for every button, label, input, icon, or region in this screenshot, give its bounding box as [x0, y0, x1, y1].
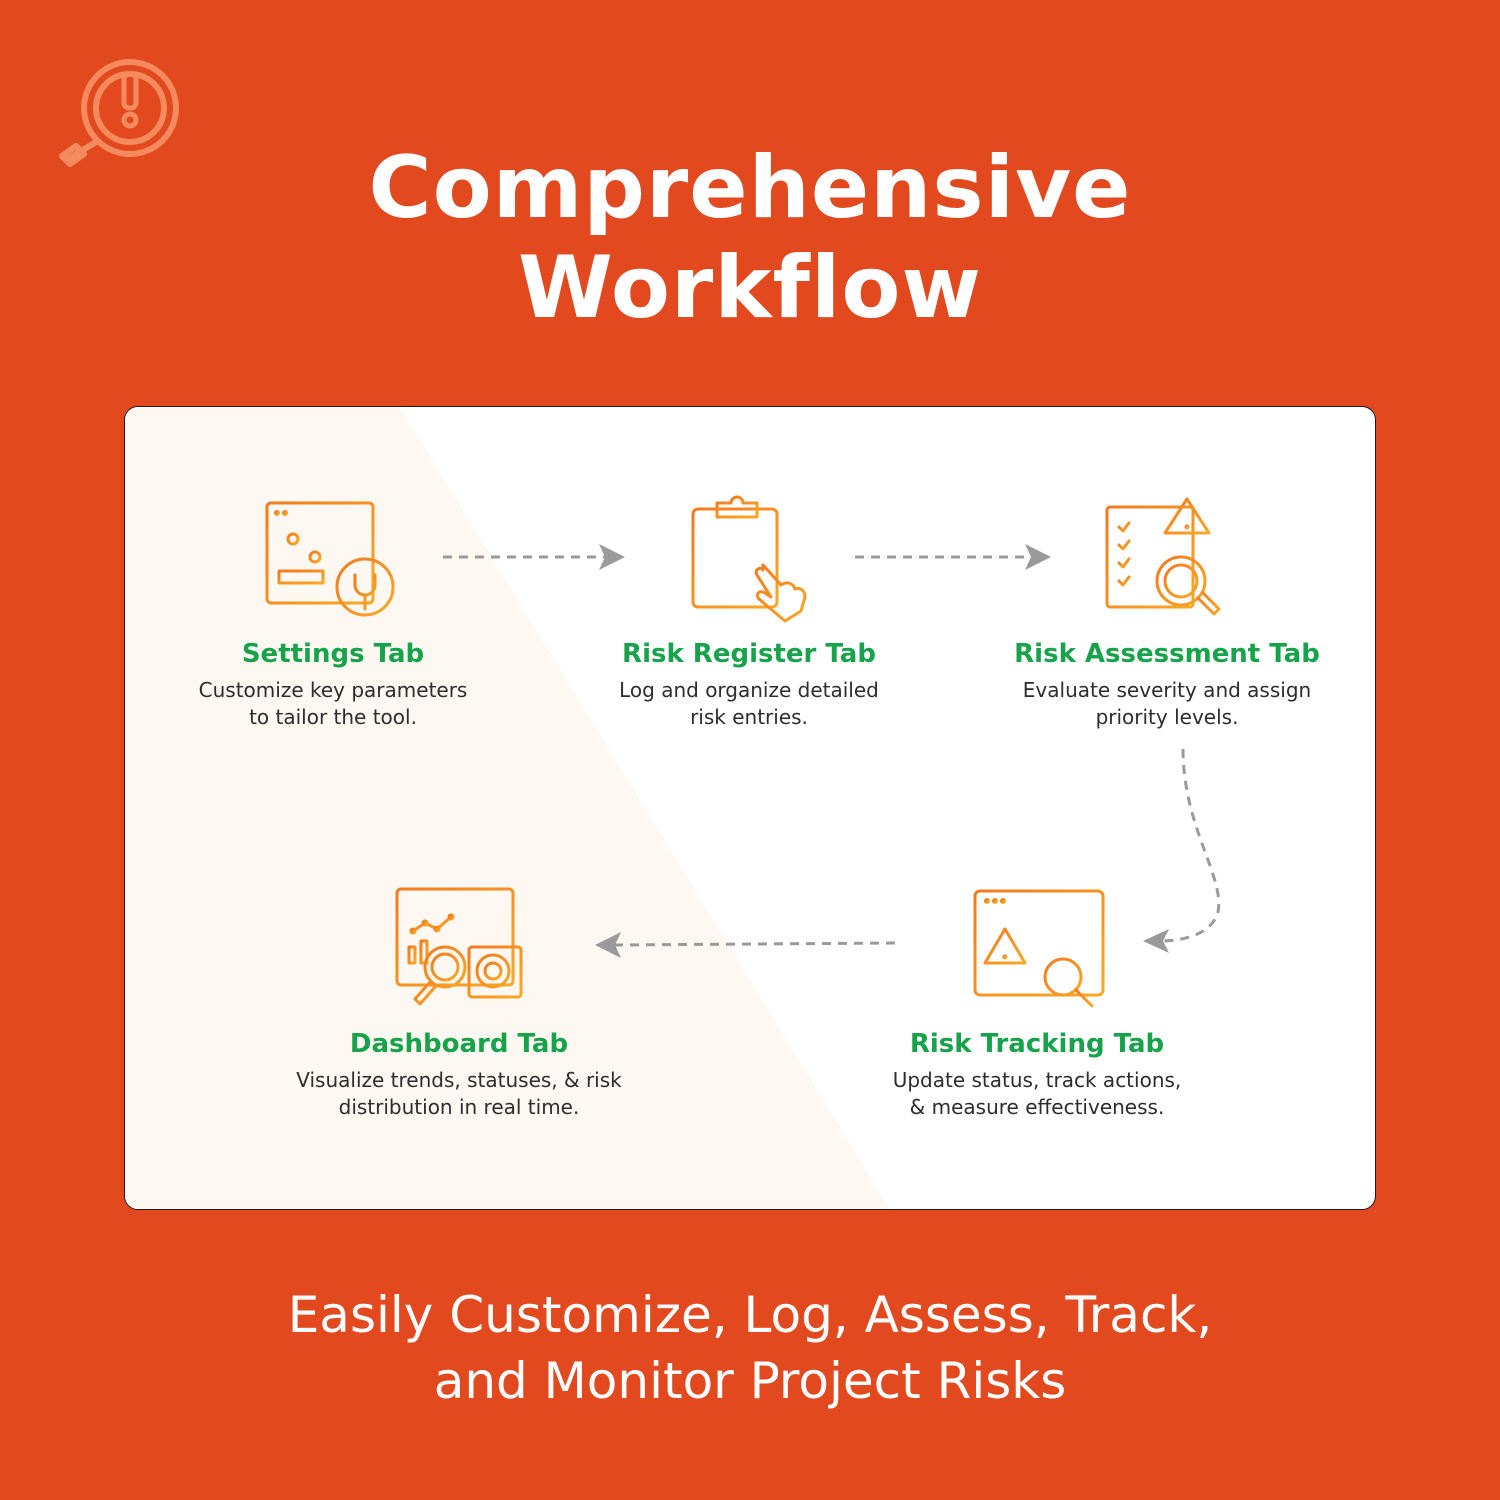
page-title-line1: Comprehensive: [368, 138, 1132, 238]
step-title: Risk Register Tab: [622, 639, 876, 669]
step-title: Risk Assessment Tab: [1014, 639, 1320, 669]
step-dashboard: Dashboard Tab Visualize trends, statuses…: [279, 885, 639, 1121]
step-description: Update status, track actions, & measure …: [892, 1068, 1182, 1119]
page-title: Comprehensive Workflow: [0, 138, 1500, 338]
card-diagonal-tint: [125, 407, 890, 1209]
arrow-assessment-to-tracking: [1160, 748, 1221, 943]
step-description: Log and organize detailed risk entries.: [619, 678, 879, 729]
step-risk-assessment: Risk Assessment Tab Evaluate severity an…: [987, 495, 1347, 731]
step-risk-tracking: Risk Tracking Tab Update status, track a…: [867, 885, 1207, 1121]
tagline-line2: and Monitor Project Risks: [433, 1352, 1067, 1410]
flow-arrows: [443, 544, 1221, 958]
step-title: Dashboard Tab: [349, 1029, 569, 1059]
magnifier-warning-logo-icon: [59, 59, 179, 167]
step-risk-register: Risk Register Tab Log and organize detai…: [579, 495, 919, 731]
step-description: Evaluate severity and assign priority le…: [1022, 678, 1312, 729]
clipboard-hand-icon: [691, 495, 807, 623]
checklist-warning-magnifier-icon: [1105, 497, 1221, 616]
step-description: Customize key parameters to tailor the t…: [198, 678, 468, 729]
arrow-tracking-to-dashboard: [614, 941, 896, 947]
page-title-line2: Workflow: [518, 238, 982, 338]
window-warning-magnifier-icon: [973, 889, 1105, 1008]
step-settings: Settings Tab Customize key parameters to…: [173, 495, 493, 731]
settings-window-wrench-icon: [265, 501, 395, 617]
tagline: Easily Customize, Log, Assess, Track, an…: [0, 1282, 1500, 1414]
workflow-card: Settings Tab Customize key parameters to…: [124, 406, 1376, 1210]
step-title: Settings Tab: [241, 639, 425, 669]
tagline-line1: Easily Customize, Log, Assess, Track,: [287, 1286, 1213, 1344]
dashboard-chart-magnifier-icon: [395, 887, 523, 1006]
step-title: Risk Tracking Tab: [909, 1029, 1165, 1059]
step-description: Visualize trends, statuses, & risk distr…: [296, 1068, 622, 1119]
